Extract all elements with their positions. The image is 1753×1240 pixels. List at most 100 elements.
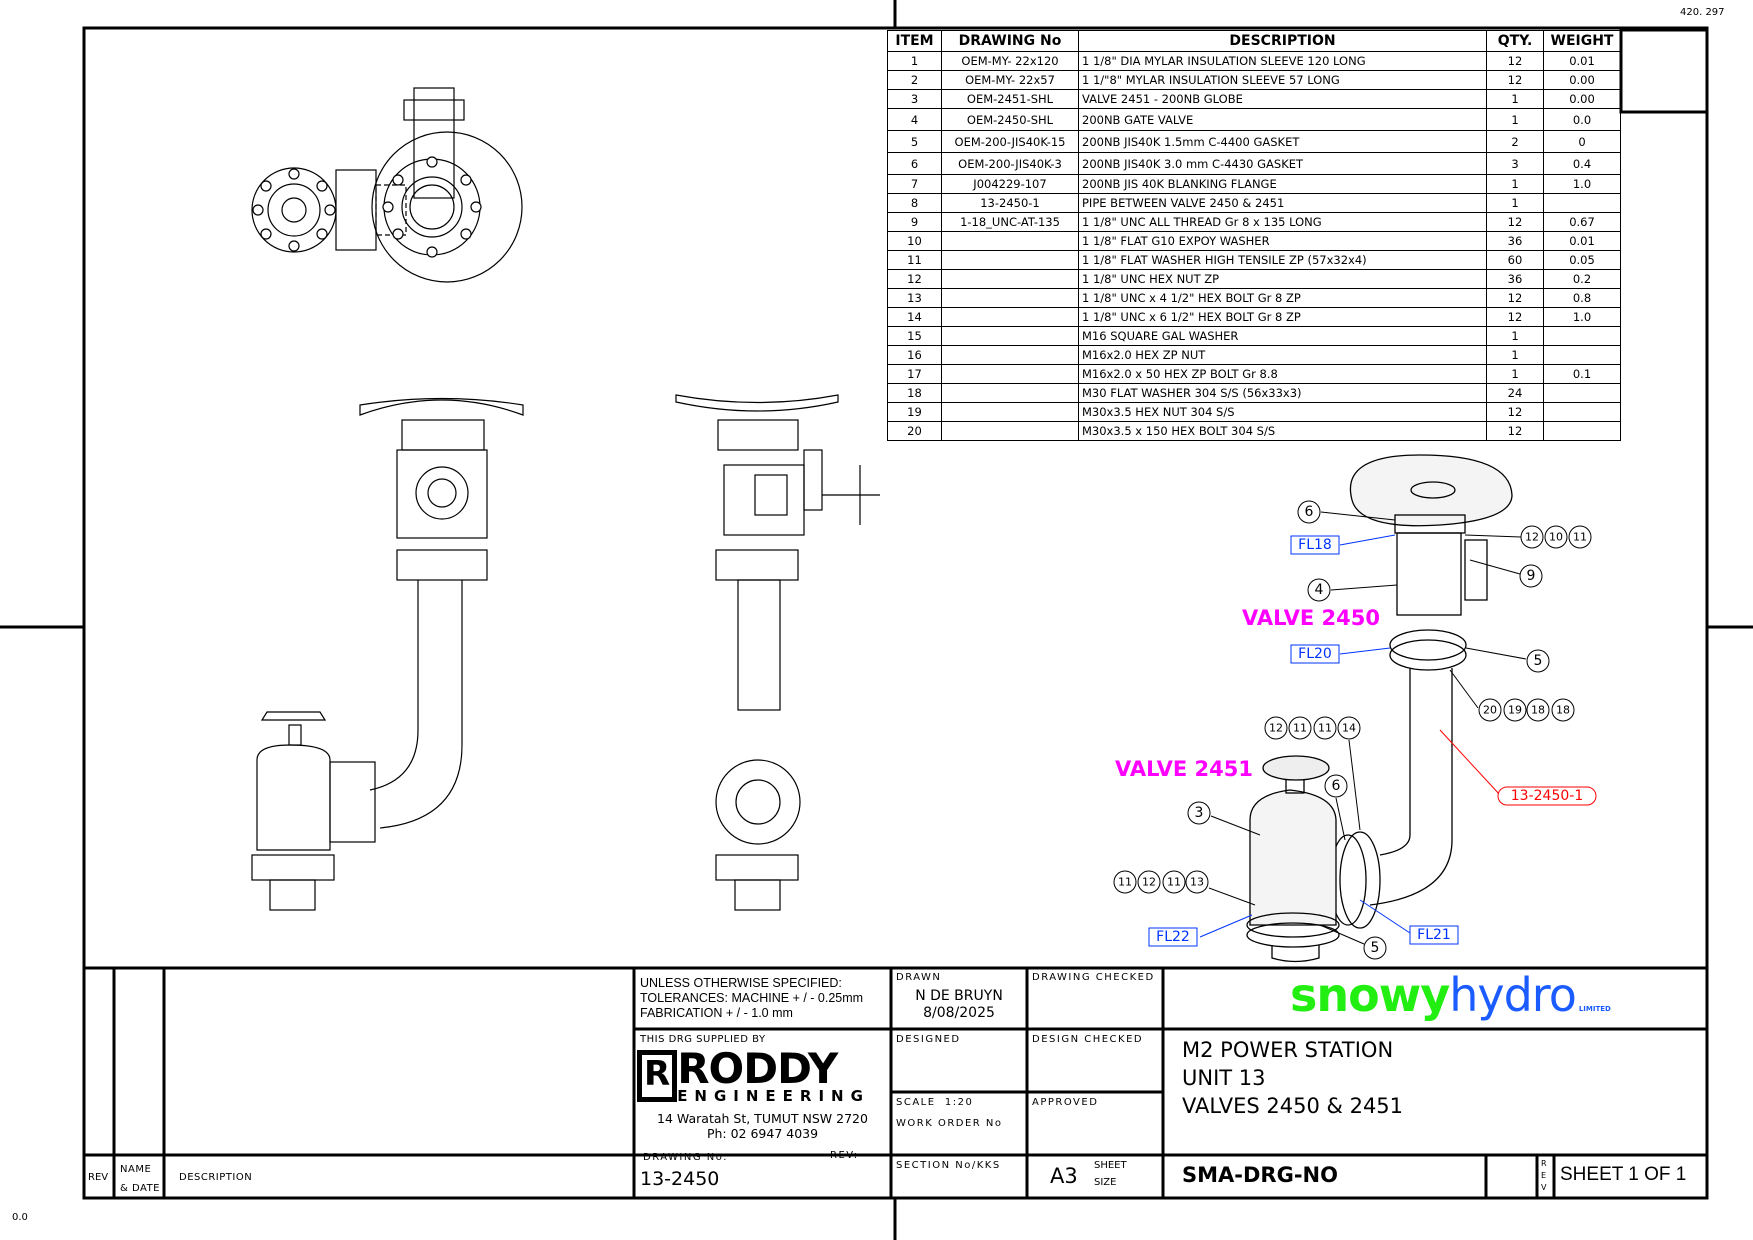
side-view [675,394,880,911]
bom-drawing-no: OEM-MY- 22x57 [941,70,1079,90]
balloon: 12 [1269,722,1283,735]
balloon: 11 [1118,876,1132,889]
bom-description: 1 1/8" FLAT WASHER HIGH TENSILE ZP (57x3… [1078,250,1487,270]
supplied-by-label: THIS DRG SUPPLIED BY [640,1034,766,1045]
balloon: 4 [1315,582,1324,598]
description-column-label: DESCRIPTION [179,1172,253,1183]
tolerance-line: FABRICATION + / - 1.0 mm [640,1006,793,1020]
bom-drawing-no: OEM-MY- 22x120 [941,51,1079,71]
bom-qty: 1 [1486,174,1544,194]
logo-text: snowy [1290,968,1450,1022]
front-view [251,397,524,911]
balloon: 19 [1508,704,1522,717]
bom-description: 200NB JIS40K 1.5mm C-4400 GASKET [1078,130,1487,153]
sheet-size-label: SIZE [1094,1177,1117,1188]
drawn-date: 8/08/2025 [923,1005,995,1021]
bom-item: 10 [887,231,942,251]
logo-sub: LIMITED [1578,1005,1611,1013]
rev-letter: R [1541,1159,1547,1168]
bom-item: 5 [887,130,942,153]
bom-item: 14 [887,307,942,327]
drawn-label: DRAWN [896,972,942,983]
sheet-ref: 420. 297 [1680,7,1725,18]
bom-drawing-no [941,231,1079,251]
bom-drawing-no [941,383,1079,403]
rev-label: REV: [830,1150,859,1161]
bom-drawing-no: OEM-2451-SHL [941,89,1079,109]
logo-mark: R [637,1050,678,1102]
balloon: 13 [1190,876,1204,889]
name-date-label: & DATE [120,1183,160,1194]
bom-weight: 0.00 [1543,70,1621,90]
bom-qty: 12 [1486,212,1544,232]
bom-item: 11 [887,250,942,270]
drawing-no-label: DRAWING No. [643,1152,728,1163]
bom-description: M30x3.5 HEX NUT 304 S/S [1078,402,1487,422]
bom-item: 4 [887,108,942,131]
flange-tag-fl21: FL21 [1417,927,1451,943]
sheet-size-label: SHEET [1094,1160,1127,1171]
flange-tag-fl20: FL20 [1298,646,1332,662]
bom-qty: 12 [1486,307,1544,327]
bom-item: 19 [887,402,942,422]
bom-qty: 12 [1486,70,1544,90]
bom-item: 18 [887,383,942,403]
bom-item: 6 [887,152,942,175]
name-date-label: NAME [120,1164,152,1175]
logo-text: hydro [1449,968,1577,1022]
bom-description: 200NB JIS40K 3.0 mm C-4430 GASKET [1078,152,1487,175]
bom-description: 1 1/8" UNC HEX NUT ZP [1078,269,1487,289]
sheet-number: SHEET 1 OF 1 [1560,1164,1687,1185]
bom-weight: 0.01 [1543,231,1621,251]
bom-drawing-no: OEM-200-JIS40K-3 [941,152,1079,175]
logo-text: RODDY [677,1044,838,1093]
supplier-logo: R RODDY ENGINEERING [637,1044,889,1104]
bom-qty: 12 [1486,421,1544,441]
bom-row: 11 1 1/8" FLAT WASHER HIGH TENSILE ZP (57… [887,250,1621,270]
balloon: 14 [1342,722,1356,735]
bom-weight: 0.01 [1543,51,1621,71]
balloon: 12 [1525,531,1539,544]
title-line: M2 POWER STATION [1182,1038,1394,1062]
bom-description: 1 1/8" FLAT G10 EXPOY WASHER [1078,231,1487,251]
isometric-view [1246,454,1513,963]
bom-weight: 1.0 [1543,174,1621,194]
supplier-address: 14 Waratah St, TUMUT NSW 2720 [657,1111,868,1126]
bom-qty: 1 [1486,193,1544,213]
supplier-phone: Ph: 02 6947 4039 [706,1126,819,1141]
bom-weight: 0.67 [1543,212,1621,232]
bom-description: VALVE 2451 - 200NB GLOBE [1078,89,1487,109]
design-checked-label: DESIGN CHECKED [1032,1034,1144,1045]
scale-value: 1:20 [944,1097,974,1108]
bom-qty: 12 [1486,288,1544,308]
bom-description: 1 1/8" DIA MYLAR INSULATION SLEEVE 120 L… [1078,51,1487,71]
bom-qty: 1 [1486,345,1544,365]
bom-header-weight: WEIGHT [1543,30,1621,52]
balloon: 5 [1371,940,1380,956]
approved-label: APPROVED [1032,1097,1099,1108]
sheet-size: A3 [1050,1164,1078,1188]
work-order-label: WORK ORDER No [896,1118,1003,1129]
bom-item: 1 [887,51,942,71]
bom-item: 16 [887,345,942,365]
bom-description: 1 1/8" UNC x 4 1/2" HEX BOLT Gr 8 ZP [1078,288,1487,308]
bom-item: 9 [887,212,942,232]
bom-header-item: ITEM [887,30,942,52]
balloon: 12 [1142,876,1156,889]
tolerance-line: UNLESS OTHERWISE SPECIFIED: [640,976,842,990]
tolerance-line: TOLERANCES: MACHINE + / - 0.25mm [640,991,864,1005]
bom-weight [1543,383,1621,403]
bom-description: M30 FLAT WASHER 304 S/S (56x33x3) [1078,383,1487,403]
bom-qty: 3 [1486,152,1544,175]
balloon: 10 [1549,531,1563,544]
drawn-by: N DE BRUYN [915,988,1003,1004]
bom-qty: 36 [1486,269,1544,289]
